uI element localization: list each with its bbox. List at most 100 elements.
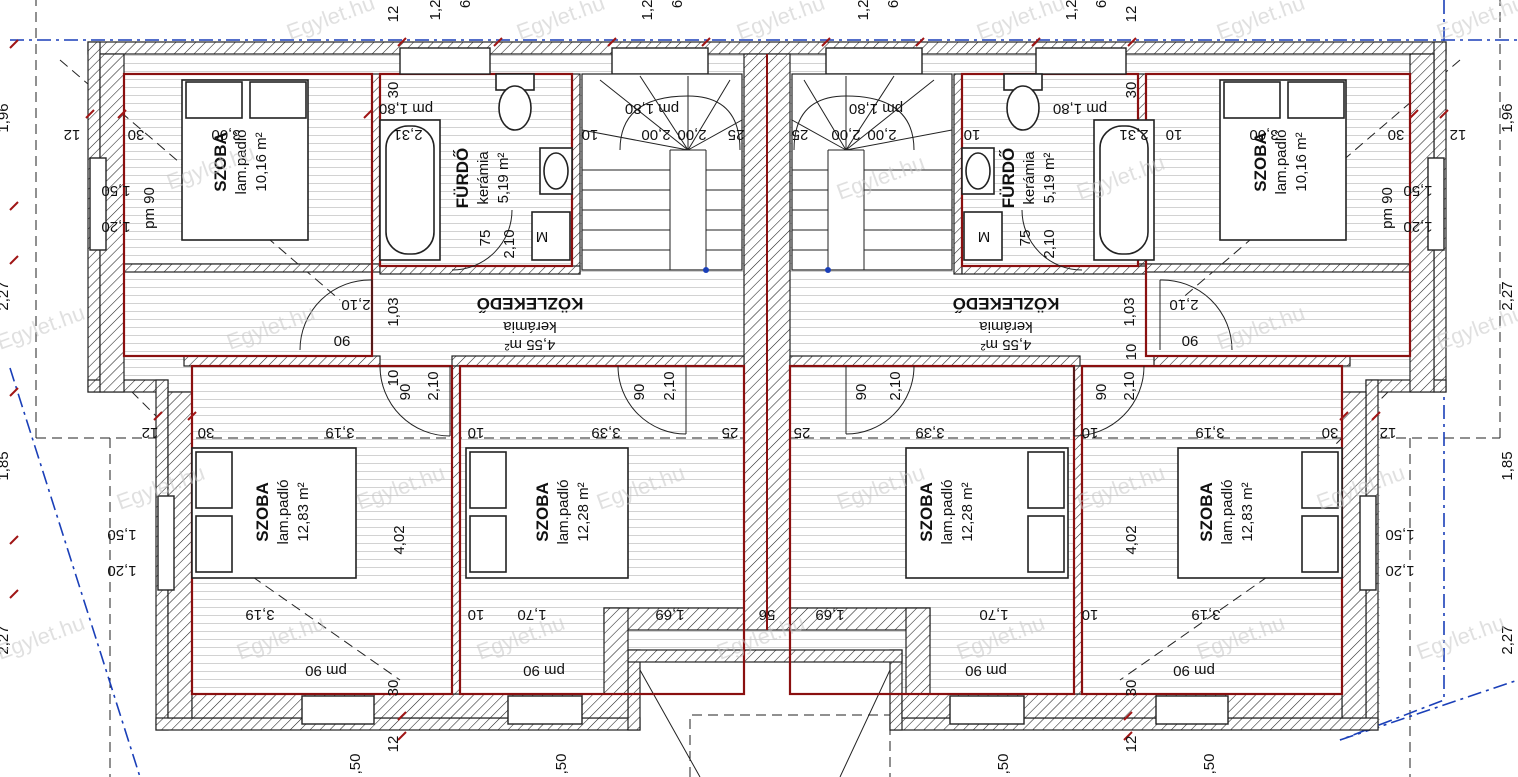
room-se2-floor: lam.padló — [939, 479, 956, 544]
dim-210-doorw: 2,10 — [341, 296, 370, 313]
dim-231-e: 2,31 — [1119, 126, 1148, 143]
pm90-sw2: pm 90 — [523, 662, 565, 679]
dim-319-se-top: 3,19 — [1195, 424, 1224, 441]
dim-12-bot-w: 12 — [385, 736, 402, 753]
dim-56: 56 — [759, 606, 776, 623]
dim-30-bot-e: 30 — [1123, 680, 1140, 697]
pm180-bath-e: pm 1,80 — [1053, 100, 1107, 117]
dim-402-e: 4,02 — [1123, 525, 1140, 554]
bath-e-label: FÜRDŐ kerámia 5,19 m² — [999, 148, 1058, 208]
dim-12top-4: 1,2 — [1063, 0, 1080, 20]
dim-25-sw2: 25 — [722, 424, 739, 441]
room-sw1-floor: lam.padló — [275, 479, 292, 544]
bath-e-floor: kerámia — [1021, 151, 1038, 205]
dim-12-se: 12 — [1380, 424, 1397, 441]
dim-120-sw: 1,20 — [107, 562, 136, 579]
room-ne-name: SZOBA — [1251, 132, 1270, 192]
watermark-1: Egylet.hu — [283, 0, 378, 45]
pm180-stair-w: pm 1,80 — [625, 100, 679, 117]
dim-210-door-se2: 2,10 — [887, 371, 904, 400]
room-se1-label: SZOBA lam.padló 12,83 m² — [1197, 479, 1256, 544]
dim-12-top-e: 12 — [1123, 6, 1140, 23]
room-sw1-name: SZOBA — [253, 482, 272, 542]
bath-w-floor: kerámia — [475, 151, 492, 205]
bath-w-name: FÜRDŐ — [453, 148, 472, 208]
windows — [89, 47, 1445, 725]
sink-west — [539, 147, 573, 195]
dim-170-e: 1,70 — [979, 606, 1008, 623]
room-sw2-label: SZOBA lam.padló 12,28 m² — [533, 479, 592, 544]
pm180-bath-w: pm 1,80 — [379, 100, 433, 117]
room-nw-name: SZOBA — [211, 132, 230, 192]
washer-w-label: M — [536, 228, 549, 245]
dim-231-w: 2,31 — [393, 126, 422, 143]
dim-10-e1: 10 — [964, 126, 981, 143]
dim-120-se: 1,20 — [1385, 562, 1414, 579]
dim-319-se-bot: 3,19 — [1191, 606, 1220, 623]
dim-196-w: 1,96 — [0, 103, 12, 132]
dim-10-se-bot: 10 — [1082, 606, 1099, 623]
bath-e-name: FÜRDŐ — [999, 148, 1018, 208]
dim-10-e2: 10 — [1166, 126, 1183, 143]
room-se1-name: SZOBA — [1197, 482, 1216, 542]
dim-227-e1: 2,27 — [1499, 281, 1516, 310]
bed-nw — [181, 79, 309, 241]
dim-103-e: 1,03 — [1121, 297, 1138, 326]
dim-90-door-se2: 90 — [853, 384, 870, 401]
washer-east — [963, 211, 1003, 261]
watermark-4: Egylet.hu — [973, 0, 1068, 45]
hall-w-label: 4,55 m² kerámia KÖZLEKEDŐ — [477, 294, 584, 353]
watermark-3: Egylet.hu — [733, 0, 828, 45]
dim-6-3: 6 — [885, 0, 902, 8]
watermark-20: Egylet.hu — [0, 610, 88, 665]
room-sw2-floor: lam.padló — [555, 479, 572, 544]
dim-210-hall-w: 2,10 — [425, 371, 442, 400]
dim-25-e: 25 — [792, 126, 809, 143]
dim-30-nw: 30 — [128, 126, 145, 143]
dim-90-hall-e: 90 — [1093, 384, 1110, 401]
dim-185-w: 1,85 — [0, 451, 12, 480]
dim-210-bath-w: 2,10 — [501, 229, 518, 258]
dim-30-bot-w: 30 — [385, 680, 402, 697]
pm90-nw: pm 90 — [141, 187, 158, 229]
bath-w-label: FÜRDŐ kerámia 5,19 m² — [453, 148, 512, 208]
room-ne-floor: lam.padló — [1273, 129, 1290, 194]
dim-90-hall-w: 90 — [397, 384, 414, 401]
washer-e-label: M — [978, 228, 991, 245]
bed-se2 — [905, 447, 1069, 579]
dim-169-w: 1,69 — [655, 606, 684, 623]
dim-402-w: 4,02 — [391, 525, 408, 554]
dim-200-w2: 2,00 — [677, 126, 706, 143]
dim-150-ne: 1,50 — [1403, 182, 1432, 199]
dim-12top-2: 1,2 — [639, 0, 656, 20]
room-nw-label: SZOBA lam.padló 10,16 m² — [211, 129, 270, 194]
dim-150-se: 1,50 — [1385, 526, 1414, 543]
watermark-2: Egylet.hu — [513, 0, 608, 45]
dim-227-w2: 2,27 — [0, 625, 12, 654]
dim-339-se2: 3,39 — [915, 424, 944, 441]
room-se2-name: SZOBA — [917, 482, 936, 542]
dim-300-nw: 3,00 — [211, 126, 240, 143]
dim-30-sw: 30 — [198, 424, 215, 441]
room-ne-area: 10,16 m² — [1293, 132, 1310, 191]
bathtub-west — [379, 119, 441, 261]
dim-12-bot-e: 12 — [1123, 736, 1140, 753]
dim-300-ne: 3,00 — [1249, 126, 1278, 143]
pm90-sw1: pm 90 — [305, 662, 347, 679]
room-ne-label: SZOBA lam.padló 10,16 m² — [1251, 129, 1310, 194]
hall-w-floor: kerámia — [503, 318, 557, 335]
dimension-ticks — [9, 37, 1449, 741]
dim-12-sw: 12 — [142, 424, 159, 441]
dim-10-sw-bot: 10 — [468, 606, 485, 623]
dim-319-sw-bot: 3,19 — [245, 606, 274, 623]
dim-30-bath-e: 30 — [1123, 82, 1140, 99]
bed-sw2 — [465, 447, 629, 579]
dim-50-2: ,50 — [553, 754, 570, 775]
dim-210-doore: 2,10 — [1169, 296, 1198, 313]
bed-sw1 — [191, 447, 357, 579]
dim-196-e: 1,96 — [1499, 103, 1516, 132]
dim-120-nw: 1,20 — [101, 218, 130, 235]
bathtub-east — [1093, 119, 1155, 261]
